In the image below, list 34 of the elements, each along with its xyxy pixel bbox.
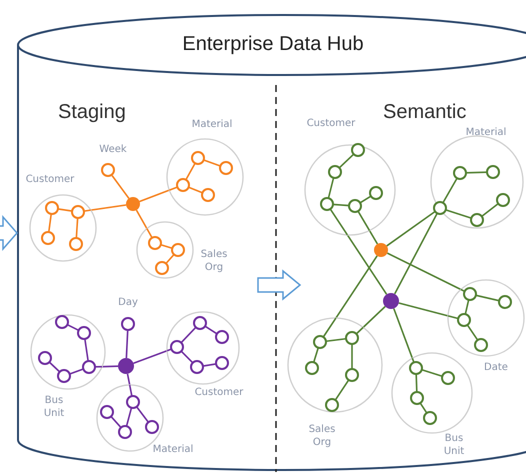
cluster-label: Bus Unit xyxy=(42,394,66,420)
section-heading: Staging xyxy=(58,101,126,124)
title: Enterprise Data Hub xyxy=(181,33,365,56)
cluster-label: Bus Unit xyxy=(442,432,466,458)
cluster-label: Material xyxy=(152,443,194,456)
cluster-label: Sales Org xyxy=(308,423,336,449)
cluster-label: Material xyxy=(190,118,234,131)
connector-line xyxy=(139,189,170,202)
connector-line xyxy=(126,374,130,386)
connector-line xyxy=(346,234,388,295)
connector-line xyxy=(386,252,462,290)
connector-line xyxy=(126,330,128,358)
connector-line xyxy=(398,302,448,317)
connector-line xyxy=(386,210,436,247)
connector-line xyxy=(112,175,130,199)
connector-line xyxy=(90,204,126,211)
connector-line xyxy=(394,212,438,294)
connector-line xyxy=(136,210,148,230)
connector-line xyxy=(362,306,386,328)
cluster-label: Customer xyxy=(194,386,244,399)
connector-line xyxy=(133,350,168,364)
cluster-label: Sales Org xyxy=(200,248,228,274)
cluster-label: Material xyxy=(464,126,508,139)
connector-line xyxy=(335,255,378,318)
connector-line xyxy=(102,365,118,368)
cluster-label: Date xyxy=(483,361,509,374)
block-arrow xyxy=(0,215,18,251)
section-heading: Semantic xyxy=(383,101,466,124)
cluster-label: Week xyxy=(98,143,128,156)
cluster-label: Day xyxy=(117,296,139,309)
connector-line xyxy=(368,230,378,244)
cluster-label: Customer xyxy=(24,173,76,186)
cluster-label: Customer xyxy=(306,117,356,130)
connector-line xyxy=(393,308,414,358)
